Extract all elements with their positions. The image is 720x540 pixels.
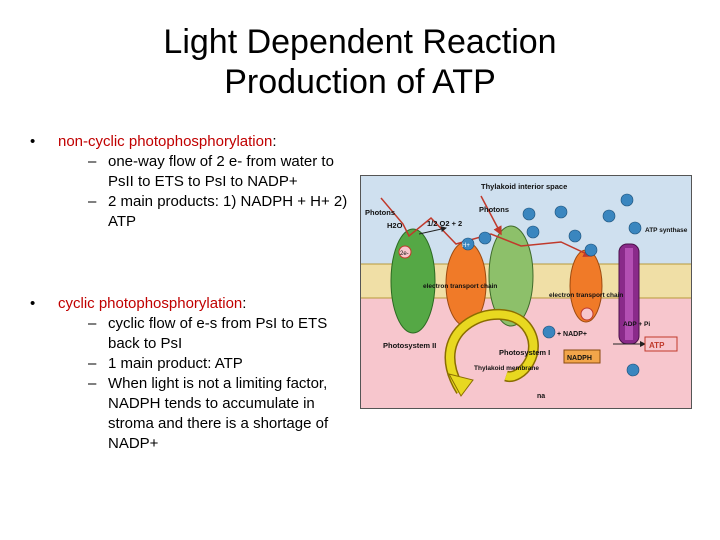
h-ion-label: H+ (462, 243, 470, 249)
membrane-label: Thylakoid membrane (474, 365, 539, 372)
dash-marker: – (88, 193, 97, 210)
etc-right-label: electron transport chain (549, 292, 623, 299)
dash-marker: – (88, 153, 97, 170)
bullet-cyclic: • cyclic photophosphorylation: –cyclic f… (30, 294, 350, 454)
electron-marker (580, 307, 594, 321)
nadp-reaction-label: + NADP+ (557, 331, 587, 338)
sub-text: cyclic flow of e-s from PsI to ETS back … (108, 315, 328, 352)
h-ion (626, 363, 640, 377)
bullet-non-cyclic: • non-cyclic photophosphorylation: –one-… (30, 132, 350, 232)
term-cyclic: cyclic photophosphorylation (58, 295, 243, 312)
sub-text: one-way flow of 2 e- from water to PsII … (108, 153, 334, 190)
h-ion (584, 243, 598, 257)
title-line-1: Light Dependent Reaction (163, 23, 557, 61)
electron-path (380, 197, 593, 257)
h-ion (568, 229, 582, 243)
thylakoid-diagram: Thylakoid interior space Photons Photons… (360, 175, 692, 409)
adp-label: ADP + Pi (623, 321, 650, 328)
etc-left-label: electron transport chain (423, 283, 497, 290)
interior-label: Thylakoid interior space (481, 182, 567, 191)
h-ion (554, 205, 568, 219)
term-suffix: : (272, 133, 277, 150)
h-ion (628, 221, 642, 235)
ps2-label: Photosystem II (383, 341, 436, 350)
electron-marker (398, 245, 412, 259)
h-ion (620, 193, 634, 207)
sub-bullet: –2 main products: 1) NADPH + H+ 2) ATP (88, 192, 350, 232)
h-ion (522, 207, 536, 221)
sub-bullet: –When light is not a limiting factor, NA… (88, 374, 350, 454)
slide-title: Light Dependent Reaction Production of A… (0, 22, 720, 102)
sub-text: When light is not a limiting factor, NAD… (108, 375, 329, 452)
h-ion (542, 325, 556, 339)
e-label: 2e- (400, 251, 409, 257)
photosystem-ii (390, 228, 436, 334)
nadph-label: NADPH (567, 355, 592, 362)
bullet-marker: • (30, 295, 36, 312)
photons-left-label: Photons (365, 208, 395, 217)
ps1-label: Photosystem I (499, 348, 550, 357)
o2-label: 1/2 O2 + 2 (427, 219, 462, 228)
sub-bullet: –1 main product: ATP (88, 354, 350, 374)
atp-label-box (644, 336, 678, 352)
sub-text: 2 main products: 1) NADPH + H+ 2) ATP (108, 193, 348, 230)
photosystem-i (488, 225, 534, 327)
term-non-cyclic: non-cyclic photophosphorylation (58, 133, 273, 150)
term-suffix: : (242, 295, 247, 312)
dash-marker: – (88, 375, 97, 392)
title-line-2: Production of ATP (224, 63, 496, 101)
h-ion (478, 231, 492, 245)
bullet-marker: • (30, 133, 36, 150)
photons-mid-label: Photons (479, 205, 509, 214)
sub-bullet: –one-way flow of 2 e- from water to PsII… (88, 152, 350, 192)
stroma-fragment-label: na (537, 393, 545, 400)
atp-label: ATP (649, 341, 665, 350)
h2o-label: H2O (387, 221, 403, 230)
nadph-label-box (563, 349, 601, 364)
dash-marker: – (88, 315, 97, 332)
atp-synthase-label: ATP synthase (645, 227, 688, 234)
h-ion (602, 209, 616, 223)
h-ion (461, 237, 475, 251)
sub-text: 1 main product: ATP (108, 355, 243, 372)
dash-marker: – (88, 355, 97, 372)
h-ion (526, 225, 540, 239)
sub-bullet: –cyclic flow of e-s from PsI to ETS back… (88, 314, 350, 354)
